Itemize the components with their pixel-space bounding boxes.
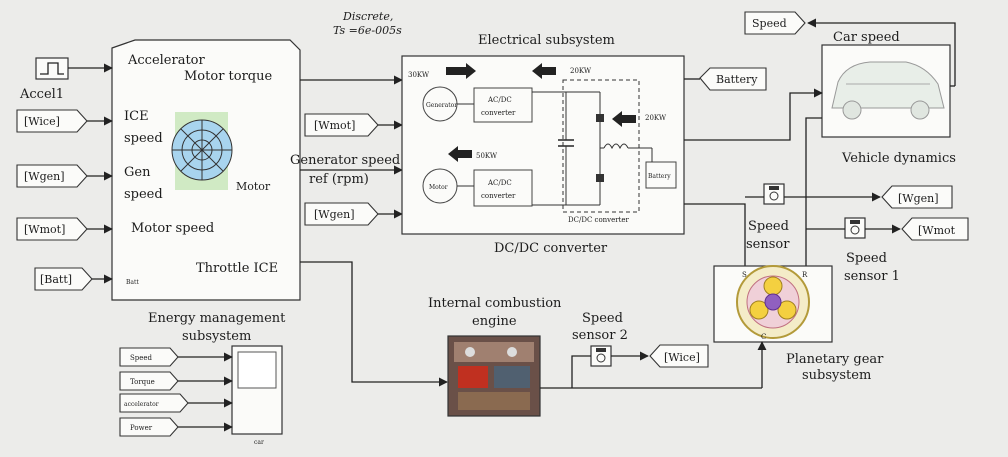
- speed-sensor-label-2: sensor: [746, 237, 790, 252]
- electrical-subsystem-block[interactable]: [401, 55, 685, 235]
- svg-text:Speed: Speed: [130, 354, 153, 362]
- power-20kw-b: 20KW: [645, 114, 667, 122]
- speed-sensor-block[interactable]: [763, 183, 785, 205]
- dc-bus: [532, 91, 600, 206]
- speed-sensor-2-label-2: sensor 2: [572, 328, 628, 343]
- svg-text:[Wice]: [Wice]: [24, 115, 60, 128]
- speed-sensor-1-block[interactable]: [844, 217, 866, 239]
- motor-unit: Motor AC/DC converter: [422, 168, 533, 207]
- port-accelerator: Accelerator: [127, 53, 206, 68]
- ems-caption-2: subsystem: [182, 329, 251, 344]
- tag-battery[interactable]: Battery: [699, 67, 767, 91]
- svg-text:converter: converter: [481, 109, 516, 117]
- ems-caption-1: Energy management: [148, 311, 286, 326]
- port-ice-speed-2: speed: [124, 131, 163, 146]
- tag-wmot-ref[interactable]: [Wmot]: [304, 113, 379, 137]
- ice-title-2: engine: [472, 314, 517, 329]
- port-ice-speed-1: ICE: [124, 109, 149, 124]
- speed-sensor-2-label-1: Speed: [582, 311, 623, 326]
- tag-wice[interactable]: [Wice]: [16, 109, 88, 133]
- svg-text:[Wgen]: [Wgen]: [24, 170, 65, 183]
- svg-text:Torque: Torque: [130, 378, 155, 386]
- vehicle-dynamics-block[interactable]: [821, 44, 951, 138]
- svg-text:Speed: Speed: [752, 17, 787, 30]
- electrical-title: Electrical subsystem: [478, 33, 615, 48]
- svg-text:accelerator: accelerator: [124, 401, 159, 408]
- svg-text:AC/DC: AC/DC: [487, 179, 512, 187]
- tag-wgen[interactable]: [Wgen]: [16, 164, 88, 188]
- tag-wmot[interactable]: [Wmot]: [16, 217, 88, 241]
- speed-sensor-2-block[interactable]: [590, 345, 612, 367]
- gear-caption-2: subsystem: [802, 368, 871, 383]
- dcdc-dashed-frame: [562, 79, 640, 213]
- svg-text:AC/DC: AC/DC: [487, 96, 512, 104]
- svg-text:[Wgen]: [Wgen]: [898, 192, 939, 205]
- svg-text:[Wmot]: [Wmot]: [314, 119, 355, 132]
- battery-cell: Battery: [645, 148, 677, 189]
- svg-text:[Batt]: [Batt]: [40, 273, 72, 286]
- vehicle-caption: Vehicle dynamics: [841, 151, 956, 166]
- tag-wmot-out[interactable]: [Wmot: [901, 217, 969, 241]
- power-20kw-a: 20KW: [570, 67, 592, 75]
- gear-port-r: R: [802, 271, 808, 279]
- svg-text:[Wmot: [Wmot: [918, 224, 956, 237]
- svg-text:Battery: Battery: [648, 173, 671, 180]
- sample-time-line2: Ts =6e-005s: [333, 24, 402, 37]
- tag-batt[interactable]: [Batt]: [34, 267, 93, 291]
- svg-text:[Wmot]: [Wmot]: [24, 223, 65, 236]
- svg-text:[Wgen]: [Wgen]: [314, 208, 355, 221]
- accel-block[interactable]: [35, 57, 69, 80]
- vehicle-title: Car speed: [833, 30, 900, 45]
- scope-input-accelerator[interactable]: accelerator: [119, 393, 189, 413]
- scope-input-power[interactable]: Power: [119, 417, 179, 437]
- gear-port-c: C: [761, 333, 766, 341]
- scope-input-speed[interactable]: Speed: [119, 347, 179, 367]
- scope-block[interactable]: [231, 345, 283, 435]
- gear-caption-1: Planetary gear: [786, 352, 884, 367]
- power-30kw: 30KW: [408, 71, 430, 79]
- port-throttle-ice: Throttle ICE: [196, 261, 278, 276]
- electrical-caption: DC/DC converter: [494, 241, 608, 256]
- svg-text:[Wice]: [Wice]: [664, 351, 700, 364]
- port-gen-speed-2: speed: [124, 187, 163, 202]
- sample-time-line1: Discrete,: [342, 10, 393, 23]
- speed-sensor-1-label-1: Speed: [846, 251, 887, 266]
- dcdc-inner-label: DC/DC converter: [568, 216, 630, 224]
- ice-title-1: Internal combustion: [428, 296, 562, 311]
- power-50kw: 50KW: [476, 152, 498, 160]
- tag-speed[interactable]: Speed: [744, 11, 806, 35]
- motor-icon-label: Motor: [236, 180, 271, 193]
- svg-text:Generator: Generator: [426, 102, 457, 109]
- tag-wgen-ref[interactable]: [Wgen]: [304, 202, 379, 226]
- svg-text:converter: converter: [481, 192, 516, 200]
- port-gen-speed-1: Gen: [124, 165, 151, 180]
- speed-sensor-1-label-2: sensor 1: [844, 269, 900, 284]
- port-motor-speed: Motor speed: [131, 221, 214, 236]
- tag-wice-out[interactable]: [Wice]: [649, 344, 709, 368]
- planetary-gear-block[interactable]: [713, 265, 833, 343]
- scope-input-torque[interactable]: Torque: [119, 371, 179, 391]
- motor-efficiency-icon: [171, 112, 233, 190]
- gear-port-s: S: [742, 271, 747, 279]
- dcdc-switches: [596, 92, 652, 205]
- power-flow-arrows: [446, 63, 636, 162]
- generator-unit: Generator AC/DC converter: [422, 86, 533, 123]
- scope-label: car: [254, 439, 264, 446]
- ice-engine-block[interactable]: [447, 335, 541, 417]
- svg-text:Power: Power: [130, 424, 153, 432]
- tag-wgen-out[interactable]: [Wgen]: [881, 185, 953, 209]
- speed-sensor-label-1: Speed: [748, 219, 789, 234]
- accel-label: Accel1: [19, 87, 64, 102]
- svg-text:Battery: Battery: [716, 73, 758, 86]
- svg-text:Motor: Motor: [429, 184, 448, 191]
- label-generator-speed-1: Generator speed: [290, 153, 400, 168]
- label-generator-speed-2: ref (rpm): [309, 172, 369, 187]
- port-batt: Batt: [126, 279, 139, 286]
- port-motor-torque: Motor torque: [184, 69, 272, 84]
